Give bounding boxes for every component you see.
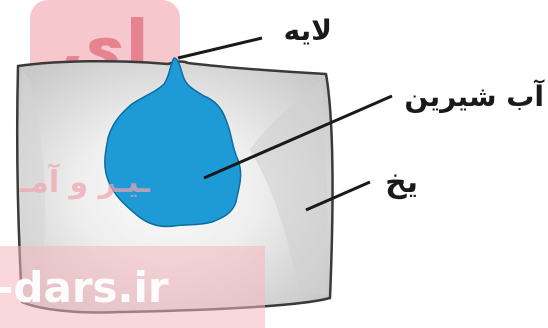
- watermark-site-banner: -dars.ir: [0, 246, 265, 328]
- label-ice: یخ: [385, 165, 418, 200]
- layer-leader-line: [178, 38, 262, 58]
- watermark-subtitle: ـیـر و آمـ: [19, 163, 151, 200]
- label-layer: لایه: [284, 14, 332, 47]
- watermark-site-text: -dars.ir: [0, 263, 169, 312]
- label-fresh-water: آب شیرین: [404, 79, 545, 113]
